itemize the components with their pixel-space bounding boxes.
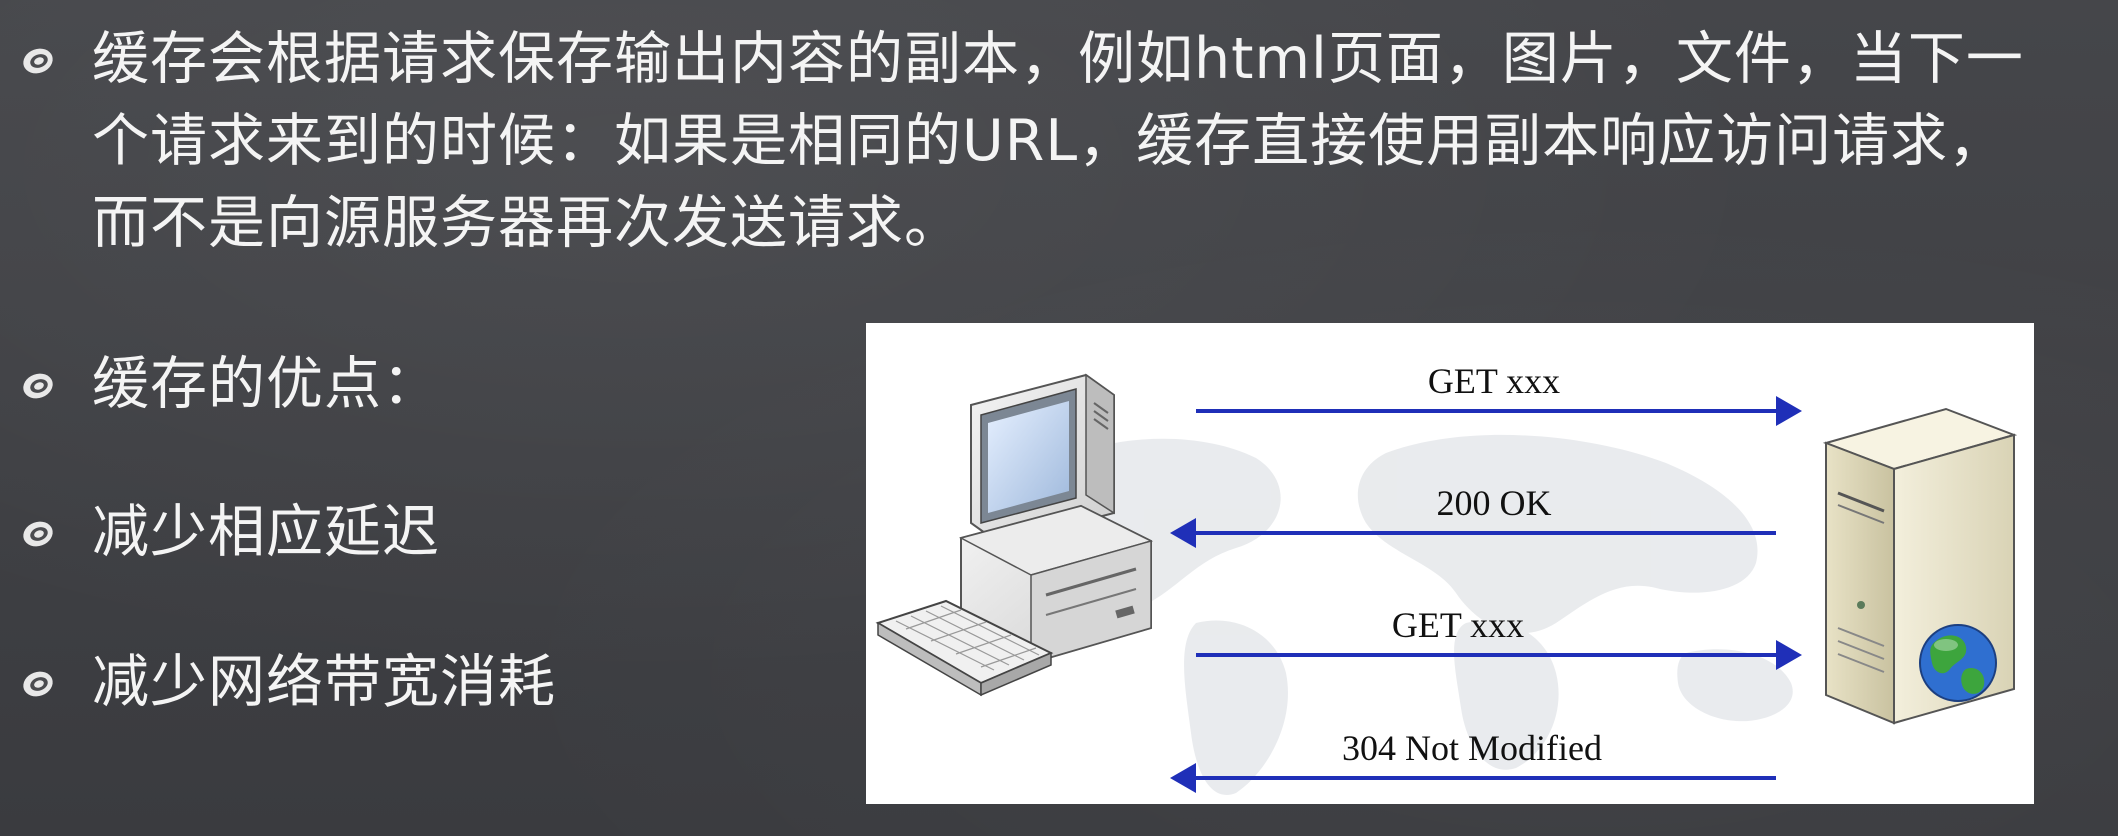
message-label-2: 200 OK xyxy=(1437,483,1552,523)
arrow-head-3 xyxy=(1776,640,1802,670)
bullet-swirl-icon xyxy=(23,521,53,547)
http-cache-diagram: GET xxx 200 OK GET xxx 304 Not Modified xyxy=(866,323,2034,804)
arrow-head-1 xyxy=(1776,396,1802,426)
bullet-swirl-icon xyxy=(23,671,53,697)
message-label-3: GET xxx xyxy=(1392,605,1524,645)
bullet-text: 减少网络带宽消耗 xyxy=(92,649,556,715)
bullet-swirl-icon xyxy=(23,48,53,74)
bullet-swirl-icon xyxy=(23,373,53,399)
arrow-head-4 xyxy=(1170,763,1196,793)
arrow-head-2 xyxy=(1170,518,1196,548)
bullet-text: 减少相应延迟 xyxy=(92,499,440,565)
bullet-text: 缓存会根据请求保存输出内容的副本，例如html页面，图片，文件，当下一个请求来到… xyxy=(92,26,2024,256)
globe-icon xyxy=(1919,624,1997,702)
diagram-svg: GET xxx 200 OK GET xxx 304 Not Modified xyxy=(875,361,2018,795)
message-arrows: GET xxx 200 OK GET xxx 304 Not Modified xyxy=(1170,361,1802,793)
message-label-1: GET xxx xyxy=(1428,361,1560,401)
message-label-4: 304 Not Modified xyxy=(1342,728,1602,768)
bullet-text: 缓存的优点： xyxy=(92,351,440,417)
client-computer-icon xyxy=(875,373,1154,697)
